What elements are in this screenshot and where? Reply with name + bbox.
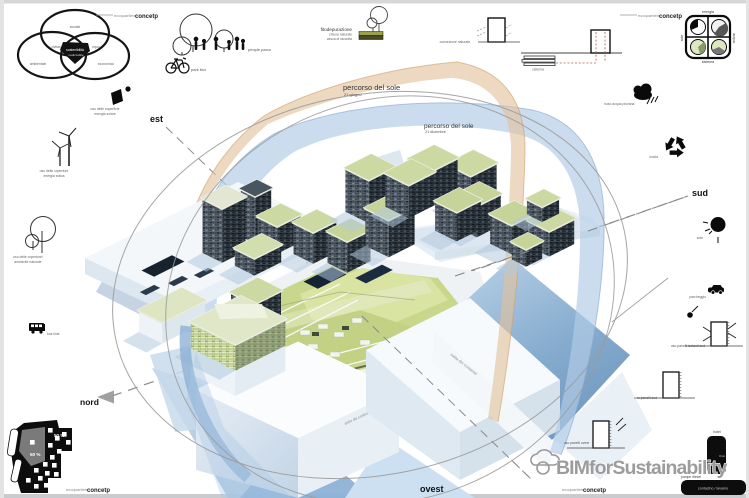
svg-text:sole: sole — [680, 35, 684, 42]
svg-text:ecoquartiere: ecoquartiere — [66, 487, 89, 492]
svg-text:park bici: park bici — [191, 67, 206, 72]
svg-text:Oslo: Oslo — [719, 454, 726, 458]
svg-text:ambientale: ambientale — [30, 62, 47, 66]
svg-text:chiusa naturale: chiusa naturale — [329, 33, 352, 37]
svg-text:concetp: concetp — [583, 488, 606, 494]
svg-text:uso delle superficie: uso delle superficie — [90, 107, 119, 111]
svg-text:50 %: 50 % — [30, 452, 40, 457]
svg-text:hotel: hotel — [713, 430, 721, 434]
svg-text:ecoquartiere: ecoquartiere — [562, 487, 585, 492]
svg-text:ambiente naturale: ambiente naturale — [14, 260, 41, 264]
svg-text:pompe diesel: pompe diesel — [681, 475, 701, 479]
svg-text:uso delle coperture/: uso delle coperture/ — [13, 255, 43, 259]
svg-text:convezione naturale: convezione naturale — [440, 40, 470, 44]
svg-text:cisterna: cisterna — [532, 68, 544, 72]
svg-text:uso panelli isolanti sud: uso panelli isolanti sud — [671, 344, 705, 348]
svg-text:fitodepurazione: fitodepurazione — [321, 27, 353, 32]
svg-text:sole: sole — [697, 236, 703, 240]
svg-text:uso panelli ovest: uso panelli ovest — [564, 441, 589, 445]
svg-text:uso delle coperture: uso delle coperture — [40, 169, 69, 173]
svg-text:concetp: concetp — [659, 14, 682, 20]
svg-text:sistema: sistema — [702, 60, 714, 64]
svg-text:economico: economico — [98, 62, 115, 66]
svg-text:vasca di raccolta: vasca di raccolta — [327, 37, 352, 41]
svg-text:ovest: ovest — [420, 484, 444, 494]
svg-text:sud: sud — [692, 188, 708, 198]
svg-text:acqua: acqua — [732, 33, 736, 43]
svg-text:energia eolica: energia eolica — [43, 174, 64, 178]
svg-text:people parco: people parco — [248, 47, 272, 52]
svg-text:equo: equo — [92, 45, 100, 49]
svg-text:bus linia: bus linia — [47, 332, 60, 336]
svg-text:civitas: civitas — [51, 45, 61, 49]
svg-text:riuso acqua piovana: riuso acqua piovana — [604, 102, 634, 106]
svg-text:parcheggio: parcheggio — [689, 295, 706, 299]
svg-text:50 %: 50 % — [54, 433, 64, 438]
svg-text:ecoquartiere: ecoquartiere — [114, 13, 137, 18]
svg-text:21 giugno: 21 giugno — [344, 92, 362, 97]
svg-text:21 dicembre: 21 dicembre — [425, 130, 446, 134]
svg-text:ecoquartiere: ecoquartiere — [638, 13, 661, 18]
svg-text:realizzabile: realizzabile — [68, 53, 83, 57]
svg-text:nord: nord — [80, 397, 99, 407]
svg-text:contactno / lavamo: contactno / lavamo — [698, 487, 728, 491]
svg-text:sostenibilità: sostenibilità — [66, 48, 84, 52]
svg-text:energia solare: energia solare — [94, 112, 116, 116]
svg-text:BIMforSustainability: BIMforSustainability — [556, 457, 728, 479]
svg-text:percorso del sole: percorso del sole — [343, 83, 400, 92]
svg-text:concetp: concetp — [87, 488, 110, 494]
svg-text:sociale: sociale — [70, 25, 81, 29]
svg-text:percorso del sole: percorso del sole — [424, 123, 474, 130]
svg-text:energia: energia — [702, 10, 714, 14]
svg-text:ricicla: ricicla — [649, 155, 658, 159]
svg-text:uso panelli sud: uso panelli sud — [634, 396, 657, 400]
svg-text:est: est — [150, 114, 163, 124]
svg-text:concetp: concetp — [135, 14, 158, 20]
